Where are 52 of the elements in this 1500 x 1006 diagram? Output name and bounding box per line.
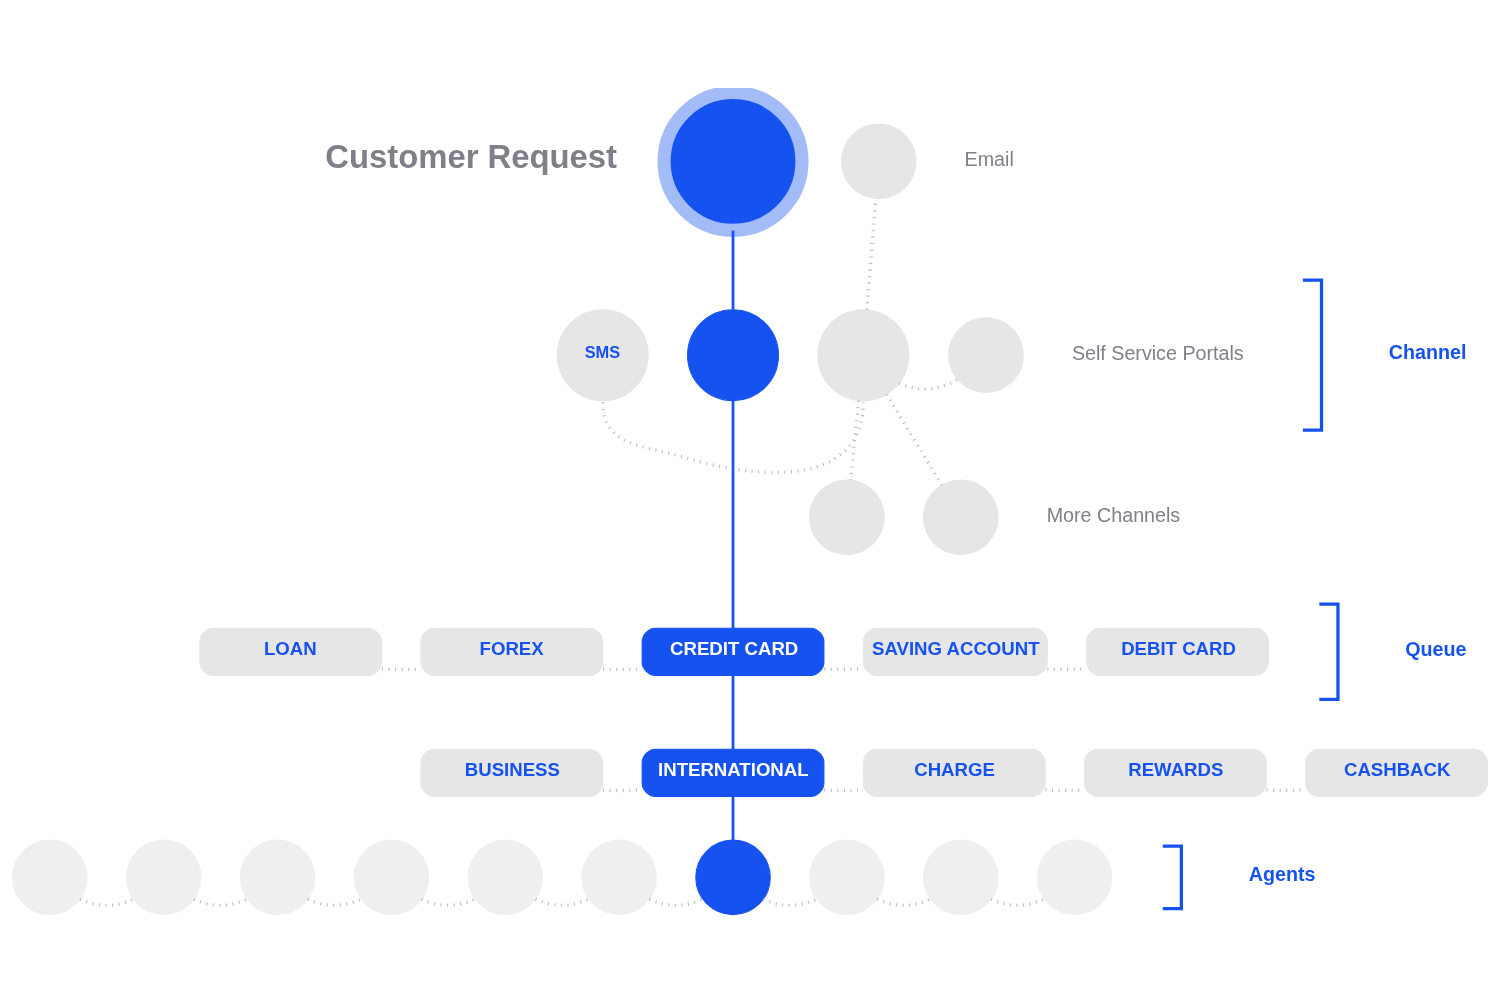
node-circle [687, 308, 779, 401]
connector [731, 400, 735, 628]
node-circle [923, 478, 999, 555]
connector [731, 230, 735, 310]
node-circle [657, 87, 809, 237]
label: Channel [1388, 340, 1467, 363]
connector [601, 401, 865, 474]
node-circle [239, 839, 316, 915]
node-circle [467, 839, 544, 915]
connector [79, 897, 134, 907]
node-label: More Channels [1046, 503, 1181, 526]
node-box: SAVING ACCOUNT [862, 627, 1048, 676]
node-circle [353, 839, 430, 915]
label: Agents [1248, 862, 1316, 885]
connector [534, 897, 590, 907]
node-circle: SMS [556, 308, 649, 401]
connector [648, 897, 704, 907]
connector [731, 675, 735, 749]
node-circle [809, 478, 885, 555]
node-circle [948, 316, 1024, 393]
node-box: FOREX [420, 627, 604, 676]
connector [898, 377, 959, 391]
node-box: CHARGE [862, 748, 1046, 797]
connector [307, 897, 362, 907]
connector [990, 897, 1045, 907]
node-circle [1036, 839, 1113, 915]
node-circle [695, 839, 771, 915]
node-circle [809, 839, 885, 915]
node-label: Self Service Portals [1071, 341, 1244, 364]
node-label: Email [964, 147, 1014, 170]
node-circle [840, 123, 917, 199]
connector [731, 796, 735, 840]
connector [193, 897, 248, 907]
node-box: LOAN [199, 627, 383, 676]
connector [876, 897, 931, 907]
label: Queue [1405, 637, 1467, 660]
node-box: CREDIT CARD [641, 627, 825, 676]
node-box: INTERNATIONAL [641, 748, 825, 797]
node-circle [923, 839, 999, 915]
connector [421, 897, 476, 907]
node-box: DEBIT CARD [1086, 627, 1269, 676]
node-label: Customer Request [325, 137, 618, 175]
node-box: CASHBACK [1305, 748, 1488, 797]
node-circle [817, 308, 910, 401]
node-box: BUSINESS [420, 748, 604, 797]
node-circle [581, 839, 657, 915]
node-circle [12, 839, 88, 915]
connector [762, 897, 818, 907]
connector [885, 393, 944, 486]
node-box: REWARDS [1083, 748, 1267, 797]
node-circle [125, 839, 202, 915]
connector [849, 400, 861, 480]
